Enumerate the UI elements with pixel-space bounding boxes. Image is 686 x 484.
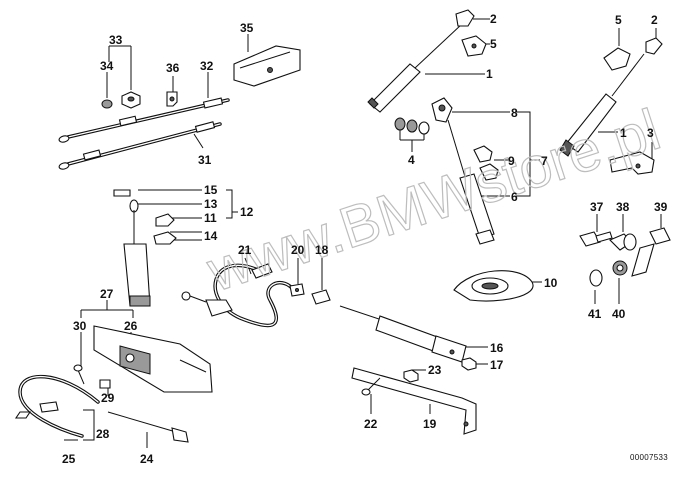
callout-22: 22 xyxy=(364,417,378,431)
callout-24: 24 xyxy=(140,452,154,466)
callout-8: 8 xyxy=(511,106,518,120)
callout-3: 3 xyxy=(647,126,654,140)
reference-code: 00007533 xyxy=(630,453,668,462)
callout-2: 2 xyxy=(490,12,497,26)
callout-28: 28 xyxy=(96,427,110,441)
callout-20: 20 xyxy=(291,243,305,257)
callout-35: 35 xyxy=(240,21,254,35)
callout-21: 21 xyxy=(238,243,252,257)
callout-labels: 2 5 1 4 8 9 7 6 5 2 1 3 33 34 36 32 35 3… xyxy=(62,12,668,466)
callout-38: 38 xyxy=(616,200,630,214)
callout-10: 10 xyxy=(544,276,558,290)
callout-9: 9 xyxy=(508,154,515,168)
callout-41: 41 xyxy=(588,307,602,321)
callout-29: 29 xyxy=(101,391,115,405)
callout-27: 27 xyxy=(100,287,114,301)
callout-30: 30 xyxy=(73,319,87,333)
callout-31: 31 xyxy=(198,153,212,167)
callout-17: 17 xyxy=(490,358,504,372)
callout-16: 16 xyxy=(490,341,504,355)
callout-18: 18 xyxy=(315,243,329,257)
callout-14: 14 xyxy=(204,229,218,243)
callout-15: 15 xyxy=(204,183,218,197)
callout-1: 1 xyxy=(486,67,493,81)
callout-2: 2 xyxy=(651,13,658,27)
callout-32: 32 xyxy=(200,59,214,73)
callout-11: 11 xyxy=(204,211,217,225)
callout-26: 26 xyxy=(124,319,138,333)
callout-40: 40 xyxy=(612,307,626,321)
callout-19: 19 xyxy=(423,417,437,431)
callout-39: 39 xyxy=(654,200,668,214)
parts-art xyxy=(14,9,671,443)
callout-5: 5 xyxy=(490,37,497,51)
callout-5: 5 xyxy=(615,13,622,27)
callout-6: 6 xyxy=(511,190,518,204)
callout-34: 34 xyxy=(100,59,114,73)
callout-12: 12 xyxy=(240,205,254,219)
callout-4: 4 xyxy=(408,153,415,167)
callout-7: 7 xyxy=(541,154,548,168)
callout-13: 13 xyxy=(204,197,218,211)
callout-1: 1 xyxy=(620,126,627,140)
callout-37: 37 xyxy=(590,200,604,214)
callout-33: 33 xyxy=(109,33,123,47)
callout-23: 23 xyxy=(428,363,442,377)
callout-36: 36 xyxy=(166,61,180,75)
callout-25: 25 xyxy=(62,452,76,466)
leader-lines xyxy=(64,18,662,448)
